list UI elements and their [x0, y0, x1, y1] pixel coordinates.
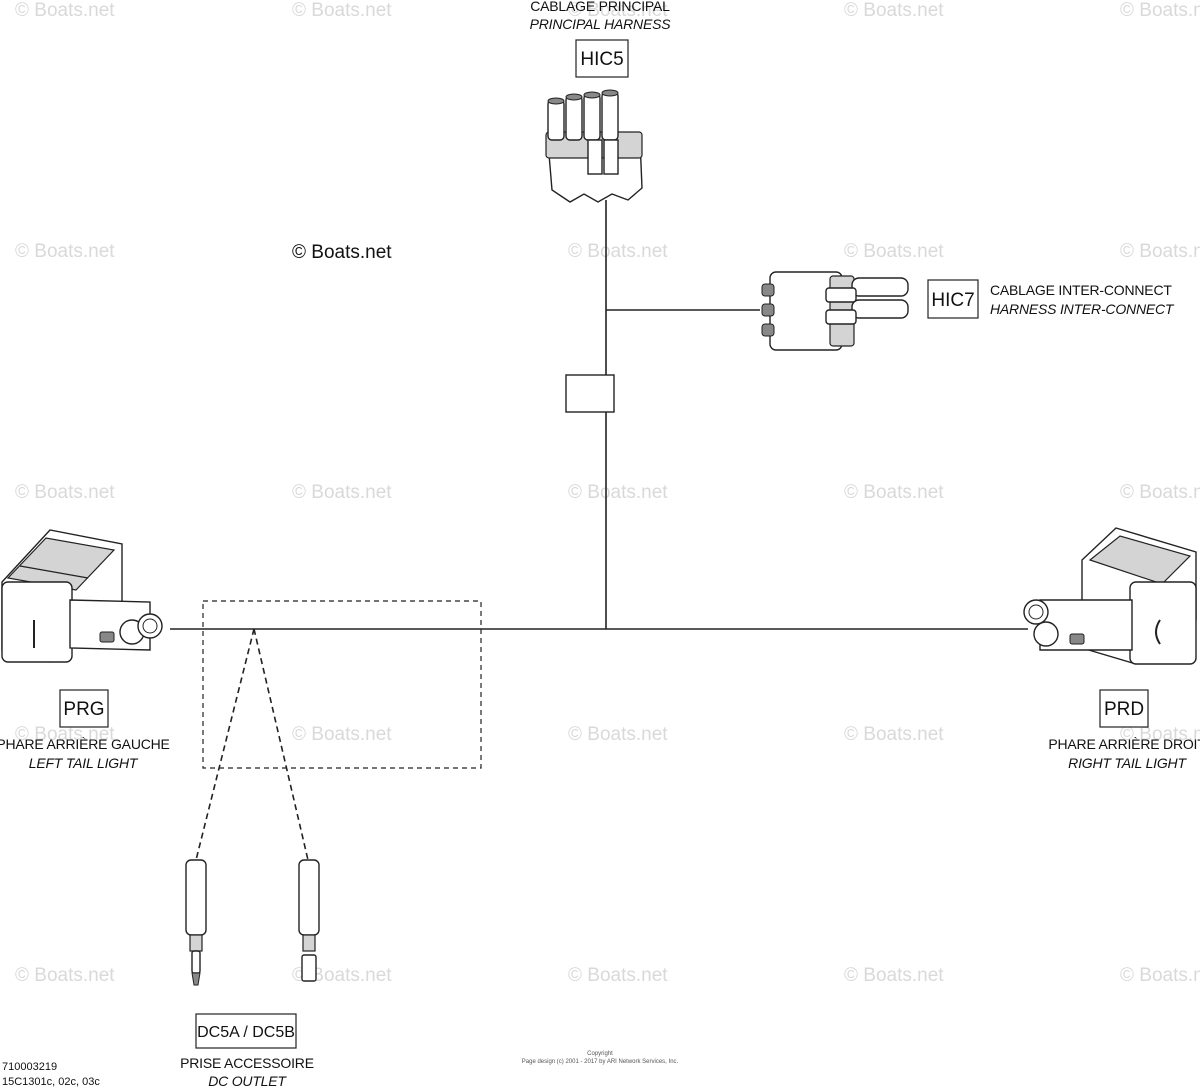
dc5-label: DC5A / DC5B PRISE ACCESSOIRE DC OUTLET: [180, 1013, 314, 1089]
watermark: © Boats.net: [1120, 241, 1200, 262]
watermark: © Boats.net: [844, 965, 944, 986]
hic5-label: HIC5 CABLAGE PRINCIPAL PRINCIPAL HARNESS: [530, 0, 672, 78]
hic7-code-box: [927, 279, 979, 319]
prg-name-fr: PHARE ARRIÈRE GAUCHE: [0, 736, 170, 752]
prd-name-en: RIGHT TAIL LIGHT: [1068, 755, 1187, 771]
wires: [170, 200, 1028, 861]
main-watermark: © Boats.net: [292, 242, 392, 263]
splice-box: [565, 374, 615, 413]
watermark: © Boats.net: [15, 724, 115, 745]
watermark: © Boats.net: [292, 724, 392, 745]
hic5-code-box: [575, 39, 629, 78]
watermark: © Boats.net: [15, 0, 115, 21]
prd-tail-light: [1023, 527, 1197, 665]
watermark: © Boats.net: [292, 0, 392, 21]
copyright-title: Copyright: [587, 1051, 613, 1057]
watermark: © Boats.net: [292, 482, 392, 503]
watermark: © Boats.net: [568, 965, 668, 986]
optional-kit-boundary: [202, 600, 482, 769]
prd-code: PRD: [1104, 699, 1144, 720]
dc5-code-box: [195, 1013, 297, 1049]
hic7-label: HIC7 CABLAGE INTER-CONNECT HARNESS INTER…: [927, 279, 1175, 319]
dc5b-outlet: [298, 859, 320, 982]
watermark: © Boats.net: [1120, 724, 1200, 745]
prg-code: PRG: [63, 699, 104, 720]
hic5-connector: [545, 89, 643, 203]
watermark: © Boats.net: [15, 241, 115, 262]
hic5-name-fr: CABLAGE PRINCIPAL: [530, 0, 670, 14]
prd-code-box: [1099, 689, 1149, 728]
watermark: © Boats.net: [844, 241, 944, 262]
dc5a-wire: [195, 628, 255, 861]
dc5-name-en: DC OUTLET: [208, 1073, 287, 1089]
watermark: © Boats.net: [568, 482, 668, 503]
prd-label: PRD PHARE ARRIÈRE DROIT RIGHT TAIL LIGHT: [1048, 689, 1200, 771]
watermark: © Boats.net: [844, 482, 944, 503]
watermark: © Boats.net: [568, 724, 668, 745]
hic7-name-fr: CABLAGE INTER-CONNECT: [990, 282, 1172, 298]
hic7-code: HIC7: [931, 290, 974, 311]
prg-name-en: LEFT TAIL LIGHT: [29, 755, 139, 771]
part-number: 710003219: [2, 1061, 57, 1073]
watermark: © Boats.net: [844, 724, 944, 745]
watermark: © Boats.net: [568, 0, 668, 21]
watermark: © Boats.net: [1120, 482, 1200, 503]
watermark: © Boats.net: [844, 0, 944, 21]
hic7-connector: [761, 271, 909, 351]
hic5-code: HIC5: [580, 49, 623, 70]
prg-code-box: [59, 689, 109, 728]
prg-label: PRG PHARE ARRIÈRE GAUCHE LEFT TAIL LIGHT: [0, 689, 170, 771]
hic5-name-en: PRINCIPAL HARNESS: [530, 16, 672, 32]
watermark: © Boats.net: [15, 482, 115, 503]
dc5a-outlet: [185, 859, 207, 986]
dc5-code: DC5A / DC5B: [197, 1024, 295, 1041]
model-codes: 15C1301c, 02c, 03c: [2, 1076, 100, 1088]
watermark: © Boats.net: [1120, 965, 1200, 986]
watermark: © Boats.net: [292, 965, 392, 986]
hic7-name-en: HARNESS INTER-CONNECT: [990, 301, 1175, 317]
prg-tail-light: [1, 529, 163, 663]
copyright-notice: Page design (c) 2001 - 2017 by ARI Netwo…: [522, 1059, 679, 1065]
watermark-grid: © Boats.net © Boats.net © Boats.net © Bo…: [15, 0, 1200, 986]
watermark: © Boats.net: [1120, 0, 1200, 21]
watermark: © Boats.net: [15, 965, 115, 986]
prd-name-fr: PHARE ARRIÈRE DROIT: [1048, 736, 1200, 752]
dc5-name-fr: PRISE ACCESSOIRE: [180, 1055, 314, 1071]
watermark: © Boats.net: [568, 241, 668, 262]
